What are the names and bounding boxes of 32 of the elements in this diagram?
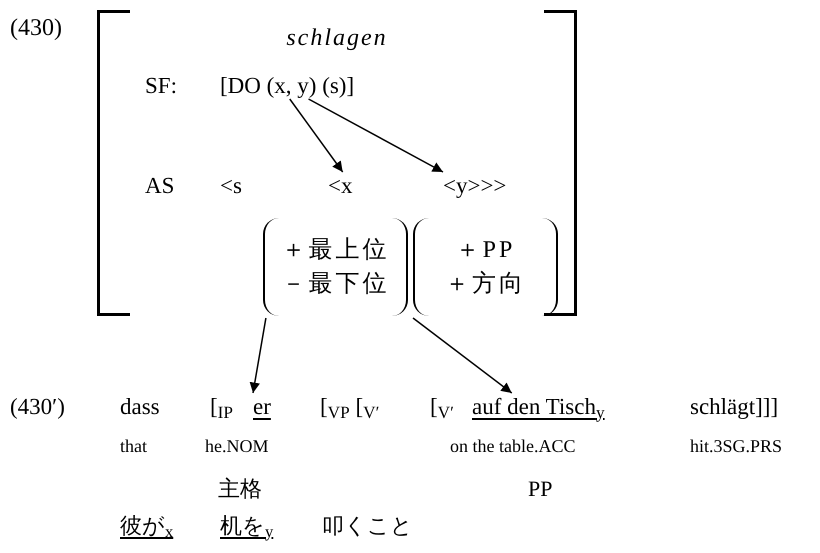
feature-text: －最下位 (282, 272, 390, 296)
underlined-word: er (253, 395, 271, 418)
bracket-text: [$_{VP}$ [$_{V′}$ (320, 395, 380, 418)
japanese-text: 叩くこと (322, 515, 413, 537)
word-text: schlägt]]] (690, 395, 778, 418)
feature-text: ＋PP (456, 238, 516, 262)
bracket-text: [$_{V′}$ (430, 395, 454, 418)
example-number: (430) (10, 16, 62, 40)
argument-text: <s (220, 174, 242, 197)
gloss-text: hit.3SG.PRS (690, 437, 782, 455)
formula-text: <x (328, 174, 352, 197)
lexeme-title: schlagen (285, 26, 389, 50)
arrow (412, 317, 512, 394)
gloss-text: that (120, 437, 147, 455)
formula-text: [DO (x, y) (s)] (220, 74, 354, 97)
formula-text: <y>>> (443, 174, 506, 197)
arrow (250, 318, 267, 394)
gloss-text: he.NOM (205, 437, 268, 455)
case-label: PP (528, 478, 552, 500)
feature-text: ＋方向 (445, 272, 526, 296)
feature-label: AS (145, 174, 174, 197)
word-text: dass (120, 395, 160, 418)
arrow (289, 98, 344, 172)
feature-text: ＋最上位 (282, 238, 390, 262)
feature-matrix (97, 10, 577, 316)
arrow (308, 98, 444, 173)
feature-label: SF: (145, 74, 177, 97)
japanese-text: 彼が$_{x}$ (120, 515, 174, 537)
example-number: (430′) (10, 395, 65, 418)
bracket-text: [$_{IP}$ (210, 395, 234, 418)
gloss-text: on the table.ACC (450, 437, 576, 455)
case-label: 主格 (218, 478, 262, 500)
